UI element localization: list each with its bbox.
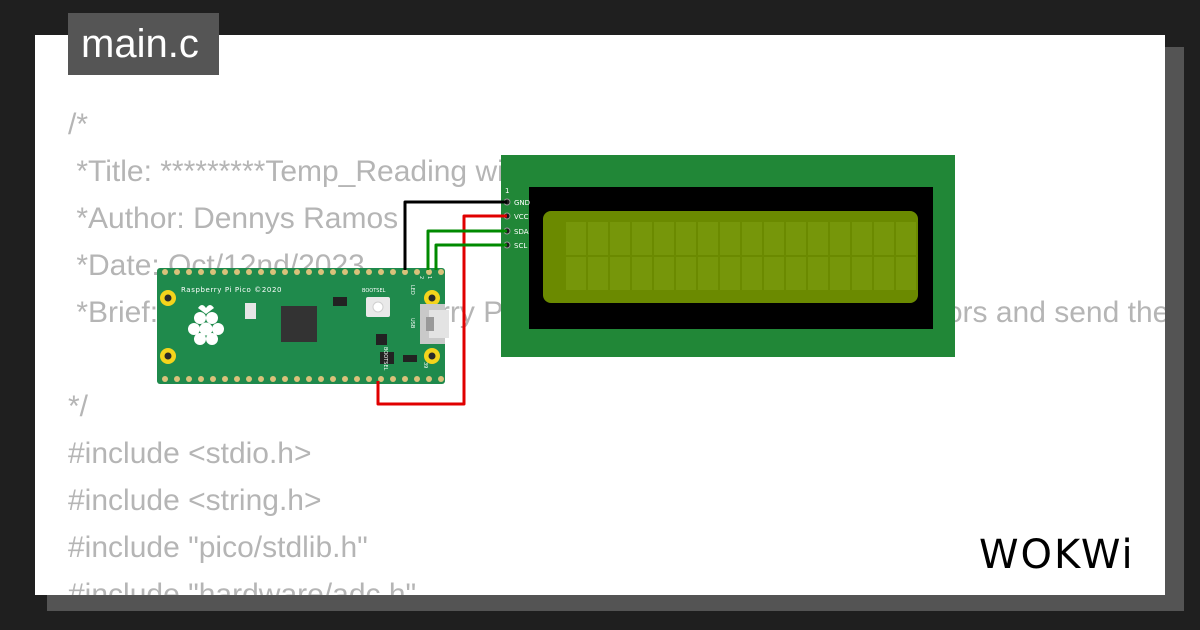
lcd-character-cell bbox=[830, 257, 850, 290]
rp2040-chip bbox=[281, 306, 317, 342]
lcd-character-cell bbox=[610, 222, 630, 255]
code-line: /* bbox=[68, 108, 89, 141]
code-line: #include <stdio.h> bbox=[68, 437, 312, 470]
lcd-character-cell bbox=[676, 257, 696, 290]
bootsel-label: BOOTSEL bbox=[362, 288, 386, 294]
pin-label-39: 39 bbox=[422, 362, 428, 368]
file-tab-main-c[interactable]: main.c bbox=[68, 13, 219, 75]
wire-scl[interactable] bbox=[434, 243, 507, 270]
lcd-character-cell bbox=[786, 222, 806, 255]
lcd-character-cell bbox=[610, 257, 630, 290]
lcd-character-cell bbox=[654, 257, 674, 290]
lcd-character-cell bbox=[830, 222, 850, 255]
lcd-character-cell bbox=[566, 222, 586, 255]
lcd-character-cell bbox=[764, 257, 784, 290]
lcd-character-cell bbox=[698, 257, 718, 290]
lcd-character-cell bbox=[588, 222, 608, 255]
wires bbox=[376, 200, 507, 406]
lcd-pin-vcc-label: VCC bbox=[514, 213, 529, 221]
lcd-character-cell bbox=[588, 257, 608, 290]
lcd-character-cell bbox=[808, 257, 828, 290]
lcd-character-cell bbox=[698, 222, 718, 255]
pico-crystal bbox=[245, 303, 256, 319]
code-line: #include <string.h> bbox=[68, 484, 322, 517]
code-line: */ bbox=[68, 390, 89, 423]
lcd-character-cell bbox=[720, 222, 740, 255]
pico-smd-part bbox=[376, 334, 387, 345]
bootsel-vertical-label: BOOTSEL bbox=[382, 347, 388, 371]
pico-pin-headers bbox=[162, 269, 444, 382]
lcd-character-cell bbox=[786, 257, 806, 290]
lcd-pin-gnd-label: GND bbox=[514, 199, 530, 207]
wokwi-logo-text: WOKWi bbox=[979, 532, 1135, 578]
pico-board-label: Raspberry Pi Pico ©2020 bbox=[181, 286, 282, 294]
lcd-pin-scl-label: SCL bbox=[514, 242, 527, 250]
lcd-character-cell bbox=[742, 257, 762, 290]
pico-smd-part bbox=[333, 297, 347, 306]
mounting-hole-icon bbox=[160, 290, 440, 364]
lcd-character-cell bbox=[742, 222, 762, 255]
lcd-character-cell bbox=[632, 257, 652, 290]
lcd-character-cell bbox=[896, 257, 916, 290]
pico-smd-part bbox=[403, 355, 417, 362]
lcd1602-display[interactable]: 1 GND VCC SDA SCL bbox=[501, 155, 955, 357]
led-label: LED bbox=[409, 285, 415, 295]
lcd-character-cell bbox=[852, 222, 872, 255]
raspberry-logo-icon bbox=[188, 305, 224, 345]
code-line: #include "pico/stdlib.h" bbox=[68, 531, 368, 564]
code-line: #include "hardware/adc.h" bbox=[68, 578, 417, 595]
raspberry-pi-pico-board[interactable]: Raspberry Pi Pico ©2020 BOOTSEL LED USB … bbox=[157, 268, 449, 384]
wire-gnd[interactable] bbox=[403, 200, 507, 270]
lcd-character-cell bbox=[874, 222, 894, 255]
pico-smd-part bbox=[380, 352, 394, 364]
lcd-character-grid bbox=[566, 222, 916, 290]
lcd-character-cell bbox=[852, 257, 872, 290]
usb-label: USB bbox=[409, 318, 415, 329]
lcd-pin-number: 1 bbox=[505, 187, 509, 195]
lcd-character-cell bbox=[654, 222, 674, 255]
lcd-pin-sda-label: SDA bbox=[514, 228, 529, 236]
lcd-character-cell bbox=[808, 222, 828, 255]
lcd-character-cell bbox=[632, 222, 652, 255]
wire-sda[interactable] bbox=[426, 229, 507, 270]
lcd-character-cell bbox=[720, 257, 740, 290]
lcd-character-cell bbox=[874, 257, 894, 290]
bootsel-button-cap bbox=[372, 301, 384, 313]
lcd-character-cell bbox=[676, 222, 696, 255]
lcd-character-cell bbox=[764, 222, 784, 255]
code-line: *Author: Dennys Ramos bbox=[68, 202, 399, 235]
wire-vcc[interactable] bbox=[376, 214, 507, 406]
pin-label-1: 1 bbox=[426, 276, 432, 279]
lcd-character-cell bbox=[566, 257, 586, 290]
usb-port-icon bbox=[426, 317, 434, 331]
wokwi-logo: WOKWi bbox=[979, 532, 1135, 578]
lcd-character-cell bbox=[896, 222, 916, 255]
pin-label-2: 2 bbox=[418, 276, 424, 279]
